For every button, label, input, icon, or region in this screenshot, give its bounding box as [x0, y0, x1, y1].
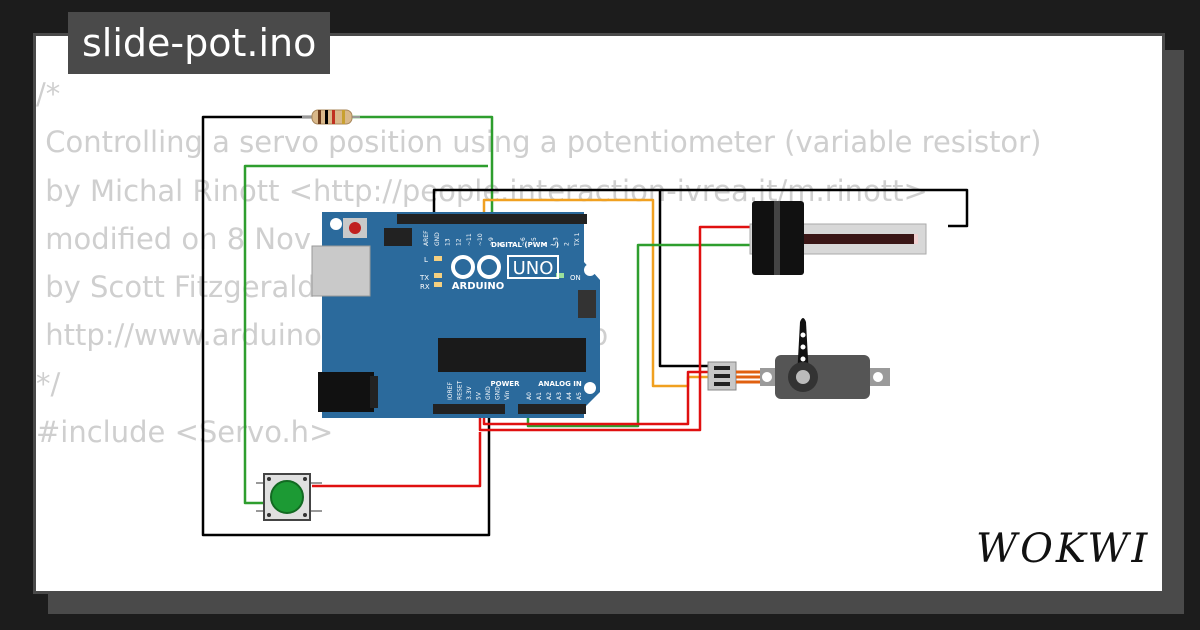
wokwi-logo: WOKWI [976, 526, 1150, 572]
digital-pin-label: GND [434, 232, 441, 246]
power-pin-label: Vin [504, 390, 511, 400]
resistor [302, 109, 360, 125]
wire-button-pin8 [243, 164, 488, 505]
digital-pin-label: 13 [445, 238, 452, 246]
reset-button [349, 222, 361, 234]
digital-pin-label: 8 [499, 242, 506, 246]
wokwi-logo-text: WOKWI [976, 526, 1150, 572]
power-pin-label: IOREF [447, 382, 454, 400]
analog-pin-label: A4 [566, 392, 573, 400]
digital-pin-label: 2 [563, 242, 570, 246]
digital-pin-label: 12 [455, 238, 462, 246]
analog-pin-label: A2 [546, 392, 553, 400]
wire-gnd-pot [432, 188, 969, 228]
digital-label: DIGITAL (PWM ~) [491, 241, 559, 249]
digital-pin-label: AREF [423, 230, 430, 246]
wire-pot-a0 [526, 243, 750, 428]
code-line: /* [36, 77, 61, 111]
wire-resistor-pin8 [350, 115, 494, 218]
wire-gnd [201, 115, 491, 537]
atmega-chip [438, 338, 586, 372]
analog-label: ANALOG IN [538, 380, 582, 388]
digital-pin-label: 4 [542, 242, 549, 246]
digital-pin-label: ~9 [488, 237, 495, 246]
analog-pin-label: A5 [576, 392, 583, 400]
l-label: L [424, 256, 428, 264]
code-line: #include <Servo.h> [36, 415, 334, 450]
project-title: slide-pot.ino [68, 12, 331, 74]
power-pin-label: 3.3V [466, 385, 473, 400]
power-pin-label: 5V [476, 391, 483, 400]
power-pin-label: GND [495, 386, 502, 400]
arduino-uno-board: UNO ARDUINO DIGITAL (PWM ~) POWER ANALOG… [311, 212, 600, 418]
wire-5v-pot [478, 225, 750, 432]
digital-header [397, 214, 587, 224]
slide-potentiometer [749, 201, 927, 275]
servo-motor [707, 318, 890, 399]
analog-pin-label: A0 [526, 392, 533, 400]
analog-pin-label: A3 [556, 392, 563, 400]
arduino-logo-icon [451, 255, 501, 279]
digital-pin-label: ~3 [553, 237, 560, 246]
power-jack [318, 372, 374, 412]
power-pin-label: GND [485, 386, 492, 400]
digital-pin-label: ~6 [520, 237, 527, 246]
board-model: UNO [513, 258, 554, 279]
digital-pin-label: RX 0 [585, 232, 592, 246]
usb-port [311, 245, 371, 297]
power-pin-label: RESET [457, 380, 464, 400]
rx-label: RX [420, 283, 430, 291]
analog-header [518, 404, 586, 414]
wire-5v-servo [482, 370, 708, 426]
board-brand: ARDUINO [452, 281, 504, 292]
digital-pin-label: TX 1 [574, 232, 581, 247]
digital-pin-label: ~10 [477, 233, 484, 246]
tx-label: TX [419, 274, 429, 282]
digital-pin-label: 7 [509, 242, 516, 246]
analog-pin-label: A1 [536, 392, 543, 400]
power-header [433, 404, 505, 414]
digital-pin-label: ~11 [466, 233, 473, 246]
digital-pin-label: ~5 [531, 237, 538, 246]
pushbutton [256, 473, 322, 521]
code-line: */ [36, 366, 61, 401]
wire-5v-button [312, 432, 482, 488]
power-label: POWER [491, 380, 521, 388]
wire-gnd-servo [658, 190, 708, 368]
on-label: ON [570, 274, 581, 282]
